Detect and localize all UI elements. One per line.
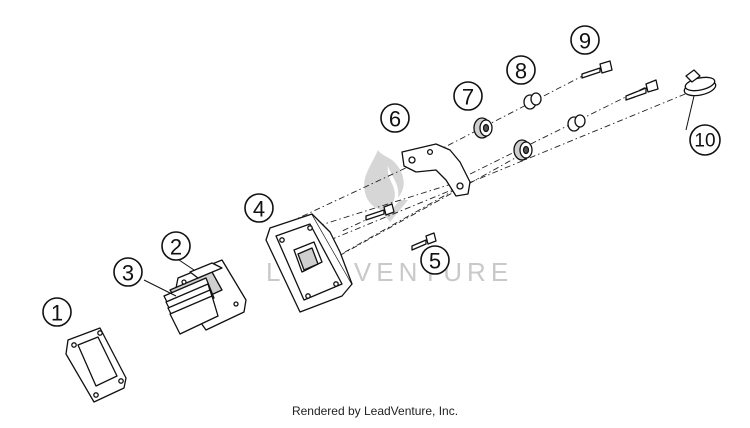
render-credit: Rendered by LeadVenture, Inc. — [291, 404, 459, 418]
callout-8-number: 8 — [515, 59, 527, 84]
callout-10: 10 — [689, 124, 721, 156]
callout-4-number: 4 — [253, 197, 265, 222]
rubber-bushing-lower — [513, 139, 533, 161]
flange-bolt-lower — [411, 232, 437, 251]
callout-10-number: 10 — [694, 131, 715, 152]
callout-5-number: 5 — [429, 249, 441, 274]
callout-6: 6 — [380, 103, 410, 133]
bracket-part — [401, 143, 471, 197]
bracket-bolt-lower — [625, 79, 659, 101]
callout-8: 8 — [506, 55, 536, 85]
assembly-lines — [289, 69, 691, 263]
callout-7-number: 7 — [462, 85, 474, 110]
spacer-sleeve-upper — [523, 92, 542, 110]
callout-5: 5 — [420, 245, 450, 275]
callout-9: 9 — [570, 25, 600, 55]
callout-6-number: 6 — [389, 107, 401, 132]
callout-7: 7 — [453, 81, 483, 111]
callout-9-number: 9 — [579, 29, 591, 54]
callout-3-number: 3 — [122, 261, 134, 286]
callout-2: 2 — [161, 231, 191, 261]
callout-2-number: 2 — [170, 235, 182, 260]
callout-1: 1 — [42, 297, 72, 327]
intake-flange-part — [265, 213, 353, 313]
callout-4: 4 — [244, 193, 274, 223]
callout-3: 3 — [113, 257, 143, 287]
bracket-bolt-upper — [581, 60, 613, 79]
hose-clamp-part — [683, 69, 717, 97]
callout-1-number: 1 — [51, 301, 63, 326]
rubber-bushing-upper — [473, 117, 493, 139]
reed-valve-part — [163, 259, 247, 335]
gasket-part — [65, 327, 127, 403]
spacer-sleeve-lower — [567, 114, 586, 132]
flame-logo-icon — [364, 150, 408, 222]
flange-bolt-upper — [365, 203, 395, 221]
